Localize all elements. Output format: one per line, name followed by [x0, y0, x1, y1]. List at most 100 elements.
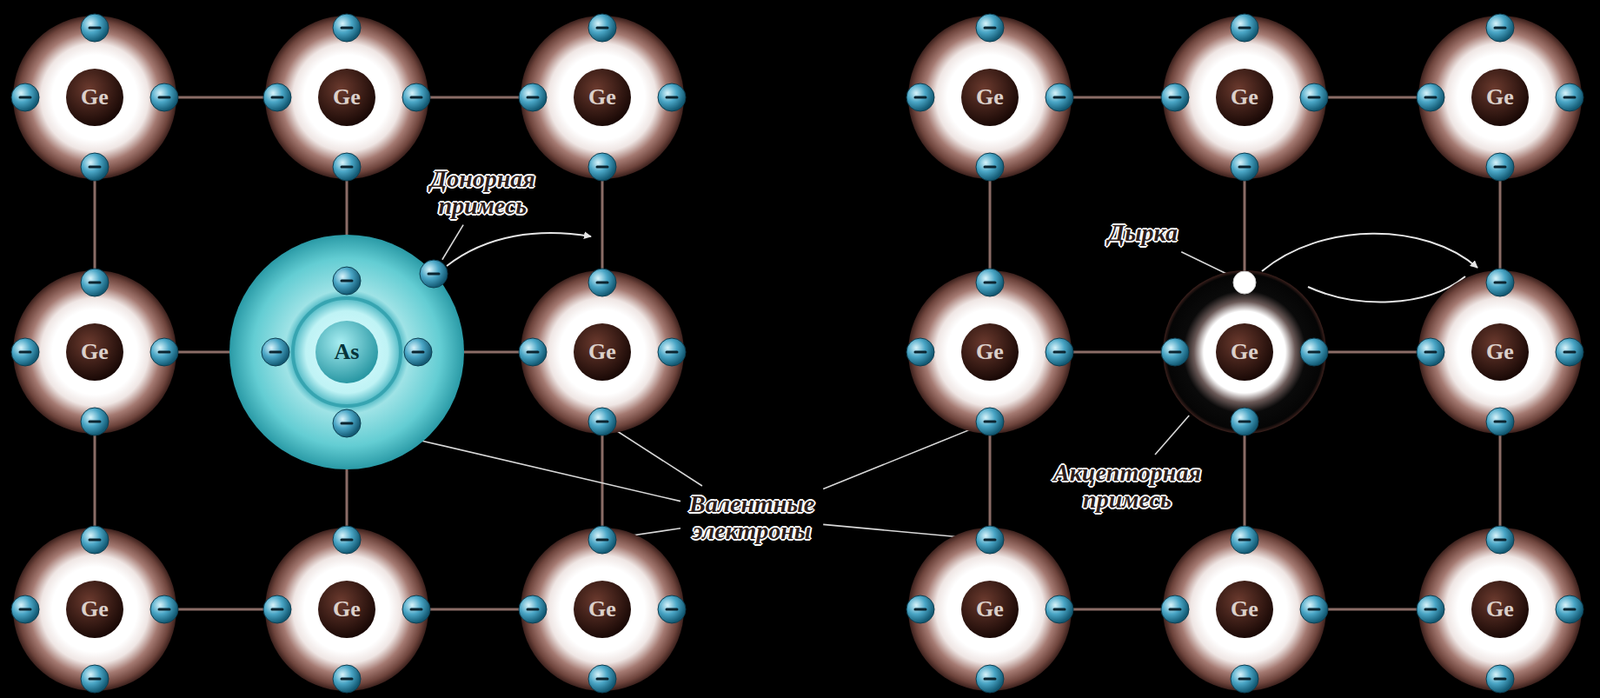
electron: [518, 338, 547, 366]
electron: [1300, 83, 1328, 112]
electron: [518, 595, 547, 624]
germanium-atom: Ge: [908, 527, 1072, 691]
element-symbol: Ge: [1486, 340, 1514, 364]
element-symbol: Ge: [1230, 86, 1259, 109]
electron: [1161, 338, 1189, 366]
electron: [1486, 152, 1514, 181]
electron: [1045, 83, 1074, 112]
electron: [263, 595, 292, 624]
electron: [1230, 13, 1259, 42]
leader-line: [1155, 415, 1189, 455]
arsenic-atom: As: [229, 234, 465, 470]
electron: [1486, 664, 1514, 693]
electron: [588, 268, 617, 297]
electron: [906, 595, 935, 624]
germanium-atom: Ge: [13, 527, 177, 691]
bond-line: [176, 96, 266, 100]
bond-line: [1499, 433, 1502, 528]
germanium-atom: Ge: [1418, 527, 1582, 691]
germanium-atom: Ge: [520, 15, 684, 180]
leader-line: [1181, 252, 1232, 277]
element-symbol: Ge: [332, 597, 361, 621]
electron: [1300, 338, 1328, 366]
electron: [975, 407, 1004, 436]
callout-label: Дырка: [1102, 218, 1183, 249]
germanium-atom: Ge: [1162, 527, 1327, 691]
electron: [1045, 338, 1074, 366]
bond-line: [428, 96, 521, 100]
germanium-atom: Ge: [520, 270, 684, 434]
electron: [263, 83, 292, 112]
electron: [1045, 595, 1074, 624]
element-symbol: Ge: [80, 597, 109, 621]
electron: [80, 664, 109, 693]
electron: [332, 13, 361, 42]
electron: [1230, 152, 1259, 181]
bond-line: [601, 433, 605, 528]
bond-line: [1326, 96, 1419, 100]
electron: [80, 152, 109, 181]
electron: [975, 268, 1004, 297]
electron: [80, 407, 109, 436]
electron: [150, 595, 179, 624]
acceptor-atom: Ge: [1162, 270, 1327, 434]
germanium-atom: Ge: [13, 270, 177, 434]
electron: [1230, 407, 1259, 436]
electron: [402, 595, 431, 624]
electron: [1230, 525, 1259, 554]
electron: [1416, 338, 1445, 366]
germanium-atom: Ge: [908, 15, 1072, 180]
bond-line: [1499, 179, 1502, 271]
germanium-atom: Ge: [265, 15, 429, 180]
callout-label: Акцепторная примесь: [1048, 458, 1207, 516]
element-symbol: Ge: [975, 597, 1004, 621]
electron: [1416, 83, 1445, 112]
element-symbol: Ge: [332, 86, 361, 109]
electron: [11, 595, 40, 624]
bond-line: [1071, 96, 1163, 100]
element-symbol: Ge: [1486, 597, 1514, 621]
electron: [1416, 595, 1445, 624]
bond-line: [989, 179, 992, 271]
leader-line: [616, 430, 703, 486]
germanium-atom: Ge: [13, 15, 177, 180]
germanium-atom: Ge: [908, 270, 1072, 434]
electron: [657, 595, 686, 624]
germanium-atom: Ge: [265, 527, 429, 691]
electron: [80, 13, 109, 42]
electron: [1230, 664, 1259, 693]
bond-line: [428, 608, 521, 611]
leader-line: [442, 225, 464, 260]
electron: [657, 338, 686, 366]
electron: [518, 83, 547, 112]
germanium-atom: Ge: [520, 527, 684, 691]
element-symbol: Ge: [1230, 340, 1259, 364]
element-symbol: Ge: [1230, 597, 1259, 621]
bond-line: [176, 608, 266, 611]
bond-line: [93, 433, 97, 528]
callout-label: Валентные электроны: [683, 489, 820, 547]
electron: [1486, 13, 1514, 42]
electron: [1486, 525, 1514, 554]
electron: [332, 409, 361, 438]
electron: [657, 83, 686, 112]
bond-line: [93, 179, 97, 271]
electron: [588, 664, 617, 693]
element-symbol: Ge: [588, 597, 617, 621]
electron: [975, 152, 1004, 181]
hole: [1233, 271, 1256, 294]
bond-line: [1071, 608, 1163, 611]
electron: [404, 338, 432, 366]
bond-line: [345, 179, 349, 235]
electron: [332, 664, 361, 693]
electron: [906, 338, 935, 366]
electron: [150, 338, 179, 366]
bond-line: [1071, 351, 1163, 354]
electron: [1300, 595, 1328, 624]
element-symbol: Ge: [975, 86, 1004, 109]
electron: [80, 268, 109, 297]
electron: [1555, 595, 1584, 624]
electron: [906, 83, 935, 112]
electron: [588, 152, 617, 181]
bond-line: [989, 433, 992, 528]
